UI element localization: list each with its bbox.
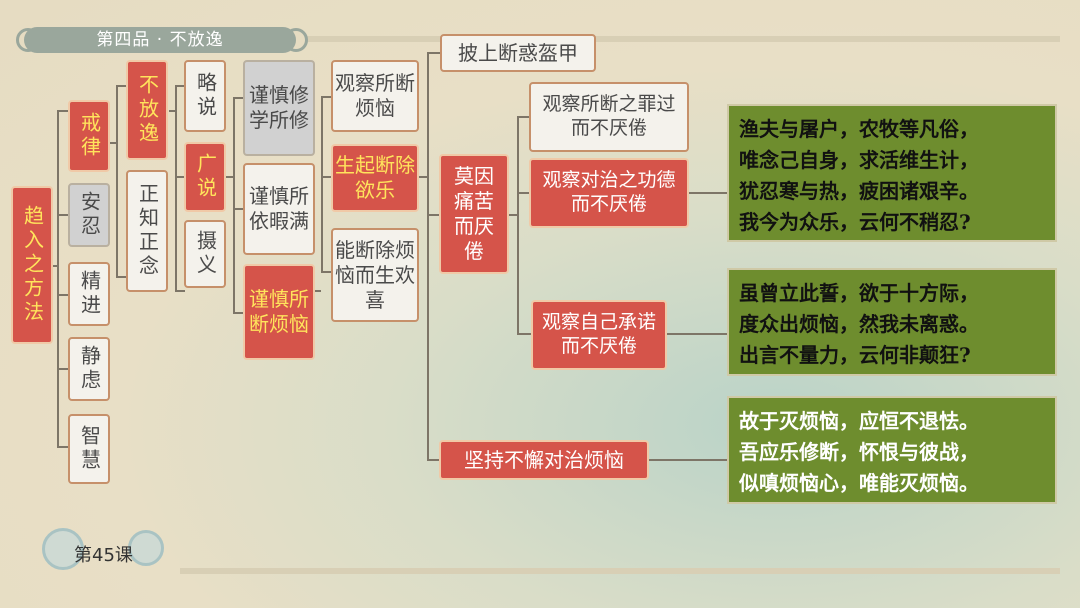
connector — [517, 116, 519, 334]
node-jielv[interactable]: 戒律 — [68, 100, 110, 172]
node-label: 生起断除欲乐 — [335, 153, 415, 202]
connector — [233, 97, 243, 99]
connector — [667, 333, 727, 335]
node-shengqi[interactable]: 生起断除欲乐 — [331, 144, 419, 212]
connector — [427, 52, 440, 54]
connector — [321, 96, 323, 272]
connector — [116, 276, 126, 278]
connector — [321, 271, 331, 273]
connector — [52, 265, 58, 267]
connector — [649, 459, 727, 461]
connector — [427, 52, 429, 460]
node-lueshuo[interactable]: 略说 — [184, 60, 226, 132]
connector — [419, 176, 427, 178]
node-label: 观察所断之罪过而不厌倦 — [542, 93, 676, 139]
frame-bottom-line — [180, 568, 1060, 574]
frame-top-line — [300, 36, 1060, 42]
connector — [233, 208, 243, 210]
node-anren[interactable]: 安忍 — [68, 183, 110, 247]
node-label: 谨慎所依暇满 — [249, 184, 309, 233]
node-guancha-cheng[interactable]: 观察自己承诺而不厌倦 — [531, 300, 667, 370]
connector — [321, 176, 331, 178]
cloud-ornament — [42, 528, 84, 570]
connector — [175, 290, 185, 292]
connector — [233, 97, 235, 313]
node-bufangyi[interactable]: 不放逸 — [126, 60, 168, 160]
connector — [57, 368, 69, 370]
node-label: 谨慎修学所修 — [249, 83, 309, 132]
node-guangshuo[interactable]: 广说 — [184, 142, 226, 212]
connector — [57, 110, 59, 446]
connector — [321, 96, 331, 98]
node-jinshen-duan[interactable]: 谨慎所断烦恼 — [243, 264, 315, 360]
page-title: 第四品 · 不放逸 — [24, 27, 296, 53]
connector — [57, 294, 69, 296]
node-root[interactable]: 趋入之方法 — [11, 186, 53, 344]
node-guancha-zui[interactable]: 观察所断之罪过而不厌倦 — [529, 82, 689, 152]
node-moyin[interactable]: 莫因痛苦而厌倦 — [439, 154, 509, 274]
connector — [57, 446, 69, 448]
connector — [108, 142, 116, 144]
node-zhengzhi[interactable]: 正知正念 — [126, 170, 168, 292]
node-jingjin[interactable]: 精进 — [68, 262, 110, 326]
connector — [233, 312, 243, 314]
connector — [175, 85, 185, 87]
node-pishang[interactable]: 披上断惑盔甲 — [440, 34, 596, 72]
connector — [509, 214, 517, 216]
connector — [517, 333, 531, 335]
connector — [175, 85, 177, 291]
connector — [169, 110, 175, 112]
connector — [116, 85, 118, 277]
node-jianchi[interactable]: 坚持不懈对治烦恼 — [439, 440, 649, 480]
node-label: 能断除烦恼而生欢喜 — [335, 237, 415, 312]
verse-box-1: 渔夫与屠户，农牧等凡俗， 唯念己自身，求活维生计， 犹忍寒与热，疲困诸艰辛。 我… — [727, 104, 1057, 242]
connector — [517, 116, 529, 118]
verse-box-2: 虽曾立此誓，欲于十方际， 度众出烦恼，然我未离惑。 出言不量力，云何非颠狂? — [727, 268, 1057, 376]
connector — [689, 192, 727, 194]
cloud-ornament — [128, 530, 164, 566]
node-label: 莫因痛苦而厌倦 — [454, 164, 494, 263]
lesson-label: 第45课 — [74, 545, 133, 566]
node-jinglv[interactable]: 静虑 — [68, 337, 110, 401]
connector — [315, 290, 321, 292]
node-guancha-gong[interactable]: 观察对治之功德而不厌倦 — [529, 158, 689, 228]
node-jinshen-suoyi[interactable]: 谨慎所依暇满 — [243, 163, 315, 255]
connector — [225, 176, 233, 178]
connector — [427, 214, 439, 216]
node-label: 观察自己承诺而不厌倦 — [541, 311, 656, 357]
connector — [175, 176, 185, 178]
node-guancha-duan[interactable]: 观察所断烦恼 — [331, 60, 419, 132]
node-label: 观察对治之功德而不厌倦 — [542, 169, 676, 215]
connector — [57, 214, 69, 216]
verse-box-3: 故于灭烦恼，应恒不退怯。 吾应乐修断，怀恨与彼战， 似嗔烦恼心，唯能灭烦恼。 — [727, 396, 1057, 504]
node-label: 观察所断烦恼 — [335, 71, 415, 120]
node-zhihui[interactable]: 智慧 — [68, 414, 110, 484]
connector — [116, 85, 126, 87]
node-sheyi[interactable]: 摄义 — [184, 220, 226, 288]
connector — [57, 110, 69, 112]
connector — [427, 459, 439, 461]
connector — [517, 192, 529, 194]
node-label: 谨慎所断烦恼 — [249, 287, 309, 336]
node-nengduan[interactable]: 能断除烦恼而生欢喜 — [331, 228, 419, 322]
node-jinshen-xiuxue[interactable]: 谨慎修学所修 — [243, 60, 315, 156]
